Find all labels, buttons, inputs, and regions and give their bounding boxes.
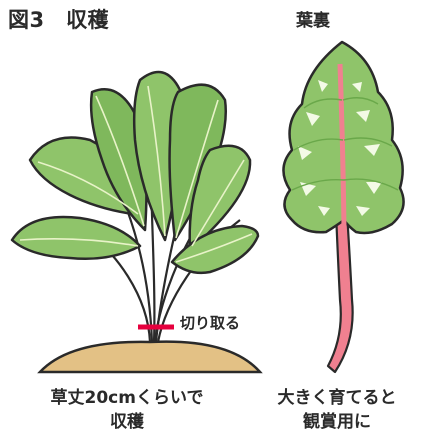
caption-harvest: 草丈20cmくらいで 収穫 [32,386,222,434]
leaf-left-low [10,215,142,261]
leaf-back-label: 葉裏 [296,11,330,31]
caption-ornamental-line2: 観賞用に [303,412,371,432]
leaf-right-tall [168,83,227,242]
chard-plant [10,70,260,343]
caption-ornamental: 大きく育てると 観賞用に [252,386,422,434]
soil-mound [37,340,263,374]
caption-ornamental-line1: 大きく育てると [277,388,397,408]
caption-harvest-line2: 収穫 [110,412,144,432]
leaf-back-left [89,87,148,232]
leaf-underside [282,40,405,374]
figure-title: 図3 収穫 [8,8,110,32]
caption-harvest-line1: 草丈20cmくらいで [50,388,204,408]
cut-label: 切り取る [180,314,241,332]
